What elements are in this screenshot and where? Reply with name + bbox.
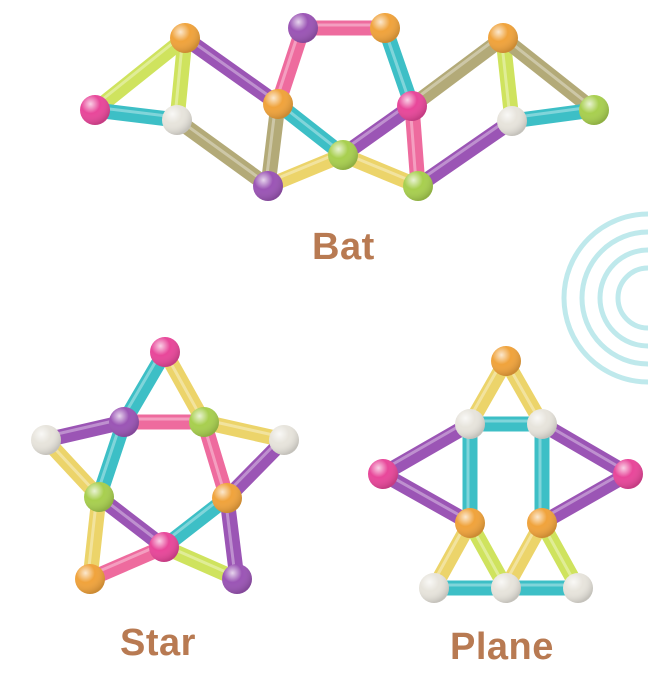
ring-arc [561, 211, 648, 385]
rod-highlight [181, 33, 278, 103]
ball-shine [370, 13, 400, 43]
plane-figure [368, 346, 643, 603]
ring-arc [579, 229, 648, 367]
rod [410, 113, 520, 194]
ball-shine [84, 482, 114, 512]
ball-shine [75, 564, 105, 594]
rod-highlight [538, 469, 628, 522]
rod [375, 416, 478, 482]
ball-shine [455, 508, 485, 538]
ball-shine [419, 573, 449, 603]
ball-shine [253, 171, 283, 201]
ball-shine [397, 91, 427, 121]
rod [177, 30, 286, 112]
rod-highlight [173, 115, 268, 185]
rod [169, 112, 276, 194]
ball-shine [328, 140, 358, 170]
ball-shine [222, 564, 252, 594]
ball-shine [212, 483, 242, 513]
ball-shine [149, 532, 179, 562]
star-figure [31, 337, 299, 594]
ball-shine [403, 171, 433, 201]
rod-highlight [499, 33, 594, 109]
ball-shine [527, 409, 557, 439]
ball-shine [563, 573, 593, 603]
ball-shine [189, 407, 219, 437]
plane-label: Plane [450, 626, 554, 668]
rod-highlight [408, 33, 503, 105]
ball-shine [80, 95, 110, 125]
rod [404, 30, 511, 114]
star-label: Star [120, 622, 196, 664]
ball-shine [368, 459, 398, 489]
decorative-rings [561, 211, 648, 385]
ball-shine [162, 105, 192, 135]
rod-highlight [91, 33, 185, 109]
ball-shine [288, 13, 318, 43]
rod [534, 416, 636, 482]
ball-shine [263, 89, 293, 119]
bat-figure [80, 13, 609, 201]
rod [495, 30, 602, 118]
rod [534, 466, 636, 531]
ball-shine [109, 407, 139, 437]
ball-shine [31, 425, 61, 455]
ball-shine [527, 508, 557, 538]
ball-shine [150, 337, 180, 367]
rod [375, 466, 478, 531]
rod-highlight [379, 419, 470, 473]
bat-label: Bat [312, 226, 375, 268]
ball-shine [613, 459, 643, 489]
rod [87, 30, 193, 118]
ring-arc [597, 247, 648, 349]
ball-shine [488, 23, 518, 53]
ball-shine [491, 346, 521, 376]
ball-shine [269, 425, 299, 455]
ball-shine [170, 23, 200, 53]
ring-arc [615, 265, 648, 331]
rod-highlight [414, 116, 512, 185]
ball-shine [455, 409, 485, 439]
ball-shine [491, 573, 521, 603]
ball-shine [579, 95, 609, 125]
ball-shine [497, 106, 527, 136]
